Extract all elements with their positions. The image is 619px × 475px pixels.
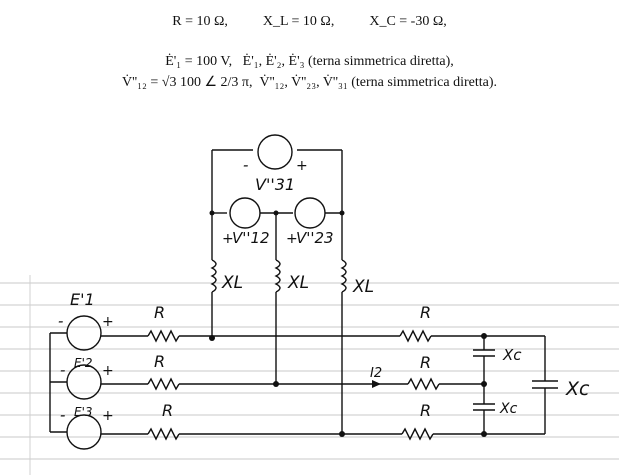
label-e3-minus: -	[60, 406, 65, 424]
label-v12: V''12	[232, 229, 270, 247]
label-v31: V''31	[255, 175, 295, 194]
inductor-xl-3	[340, 259, 347, 293]
label-e3: E'3	[74, 405, 93, 419]
resistor-r-5	[407, 377, 440, 391]
header-line-1: R = 10 Ω, X_L = 10 Ω, X_C = -30 Ω,	[172, 14, 447, 29]
source-v23	[294, 197, 326, 229]
label-e1-minus: -	[58, 312, 63, 330]
inductor-xl-2	[274, 259, 281, 293]
label-xc-3: Xc	[565, 378, 590, 400]
resistor-r-4	[399, 329, 432, 343]
source-e2	[66, 364, 102, 400]
resistor-r-1	[147, 329, 180, 343]
header-line-3: V̇''₁₂ = √3 100 ∠ 2/3 π, V̇''₁₂, V̇''₂₃,…	[121, 75, 497, 90]
label-xl-2: XL	[287, 273, 309, 293]
label-e3-plus: +	[102, 408, 114, 424]
resistor-r-3	[147, 427, 180, 441]
label-e2-plus: +	[102, 363, 114, 379]
label-v31-plus: +	[296, 158, 308, 174]
label-v12-plus: +	[222, 231, 234, 247]
label-xc-2: Xc	[499, 401, 518, 417]
inductor-xl-1	[210, 259, 217, 293]
source-v12	[229, 197, 261, 229]
source-e3	[66, 414, 102, 450]
label-e1: E'1	[70, 290, 95, 309]
label-r-1: R	[154, 303, 165, 322]
source-e1	[66, 315, 102, 351]
label-e1-plus: +	[102, 314, 114, 330]
ruled-lines	[0, 275, 619, 475]
label-v31-minus: -	[243, 156, 248, 174]
label-xl-1: XL	[221, 273, 243, 293]
label-i2: I2	[370, 366, 382, 381]
current-arrow-i2	[372, 380, 381, 388]
label-r-4: R	[420, 303, 431, 322]
label-e2-minus: -	[60, 361, 65, 379]
label-r-2: R	[154, 352, 165, 371]
label-v23-plus: +	[286, 231, 298, 247]
label-e2: E'2	[74, 356, 93, 370]
label-r-6: R	[420, 401, 431, 420]
label-r-5: R	[420, 353, 431, 372]
resistor-r-2	[147, 377, 180, 391]
label-xc-1: Xc	[502, 346, 522, 364]
label-r-3: R	[162, 401, 173, 420]
resistor-r-6	[401, 427, 434, 441]
label-xl-3: XL	[352, 277, 374, 297]
junction-dots	[209, 210, 487, 437]
label-v23: V''23	[296, 229, 334, 247]
header-line-2: Ė'₁ = 100 V, Ė'₁, Ė'₂, Ė'₃ (terna simmet…	[165, 54, 454, 69]
source-v31	[257, 134, 293, 170]
